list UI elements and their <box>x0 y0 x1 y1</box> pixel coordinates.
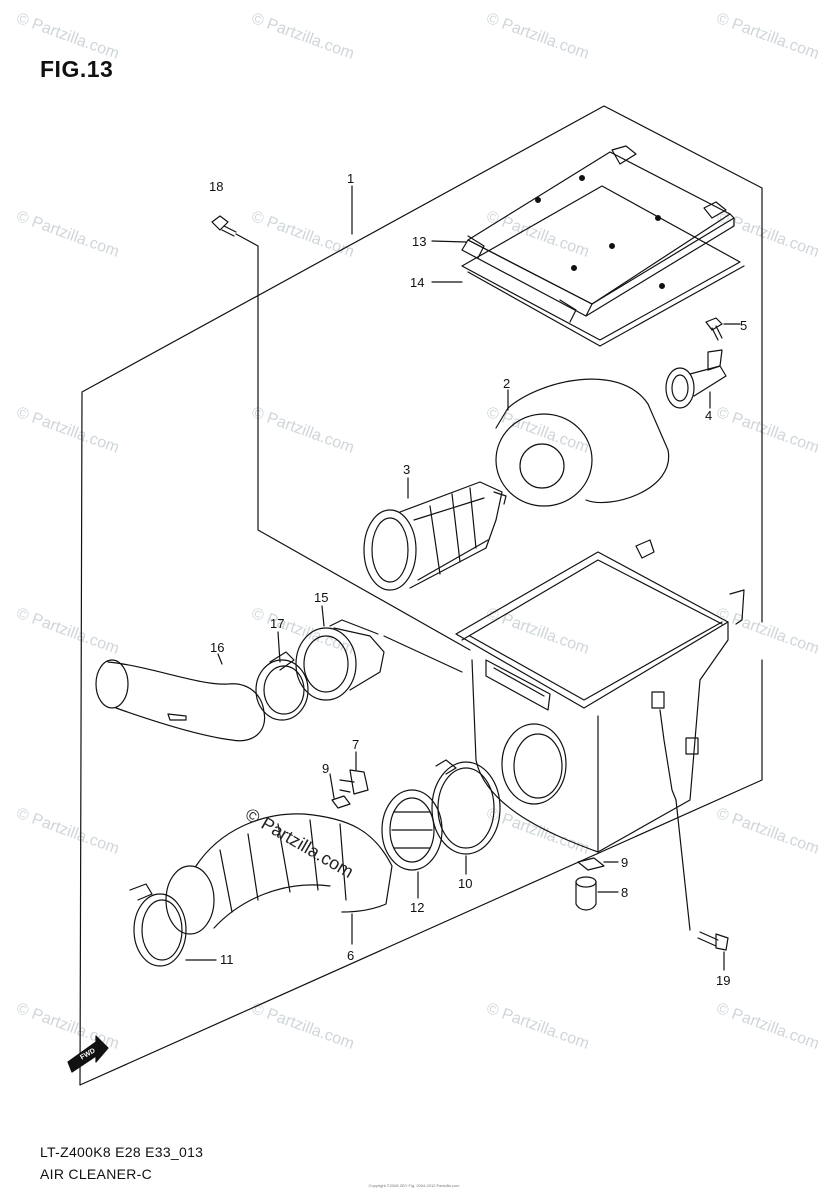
assembly-outline <box>79 105 763 1086</box>
callout-16[interactable]: 16 <box>210 640 224 655</box>
copyright-note: Copyright ©2008 ZBY Fig. 2004-2012 Partz… <box>368 1183 460 1188</box>
figure-name: AIR CLEANER-C <box>40 1166 153 1182</box>
fwd-arrow-icon <box>67 1035 109 1073</box>
part-4-bracket[interactable] <box>665 349 727 409</box>
leader-line <box>321 605 325 627</box>
callout-19[interactable]: 19 <box>716 973 730 988</box>
part-17-clamp[interactable] <box>255 651 309 721</box>
part-16-inlet-tube[interactable] <box>95 659 266 742</box>
callout-4[interactable]: 4 <box>705 408 712 423</box>
callout-15[interactable]: 15 <box>314 590 328 605</box>
callout-5[interactable]: 5 <box>740 318 747 333</box>
leader-line <box>383 635 463 673</box>
callout-2[interactable]: 2 <box>503 376 510 391</box>
part-13-lid[interactable] <box>461 145 735 323</box>
callout-1[interactable]: 1 <box>347 171 354 186</box>
part-10-band[interactable] <box>431 759 501 855</box>
leader-line <box>277 631 281 663</box>
callout-13[interactable]: 13 <box>412 234 426 249</box>
callout-12[interactable]: 12 <box>410 900 424 915</box>
part-8-cap[interactable] <box>575 876 597 911</box>
part-11-clamp[interactable] <box>129 883 187 967</box>
callout-18[interactable]: 18 <box>209 179 223 194</box>
callout-8[interactable]: 8 <box>621 885 628 900</box>
part-5-screw[interactable] <box>705 317 723 341</box>
part-12-screen[interactable] <box>381 789 443 871</box>
callout-6[interactable]: 6 <box>347 948 354 963</box>
leader-line <box>431 240 467 243</box>
part-2-filter-element[interactable] <box>495 378 670 507</box>
callout-17[interactable]: 17 <box>270 616 284 631</box>
part-18-bolt[interactable] <box>211 215 237 237</box>
callout-9[interactable]: 9 <box>322 761 329 776</box>
callout-3[interactable]: 3 <box>403 462 410 477</box>
callout-14[interactable]: 14 <box>410 275 424 290</box>
part-14-seal[interactable] <box>461 185 745 347</box>
figure-code: LT-Z400K8 E28 E33_013 <box>40 1144 204 1160</box>
part-7-valve[interactable] <box>339 769 369 795</box>
air-cleaner-case[interactable] <box>455 539 745 931</box>
callout-9-lower[interactable]: 9 <box>621 855 628 870</box>
figure-title: FIG.13 <box>40 56 114 82</box>
part-9-clip[interactable] <box>331 795 351 809</box>
part-9-clip-lower[interactable] <box>577 857 605 871</box>
part-19-bolt[interactable] <box>697 931 729 951</box>
part-15-joint[interactable] <box>295 619 385 701</box>
callout-10[interactable]: 10 <box>458 876 472 891</box>
part-3-filter-cage[interactable] <box>363 481 507 591</box>
leader-line <box>329 773 335 799</box>
leader-line <box>217 653 223 665</box>
leader-line <box>235 233 471 651</box>
callout-11[interactable]: 11 <box>220 952 234 967</box>
callout-7[interactable]: 7 <box>352 737 359 752</box>
part-6-intake-duct[interactable] <box>165 813 393 935</box>
